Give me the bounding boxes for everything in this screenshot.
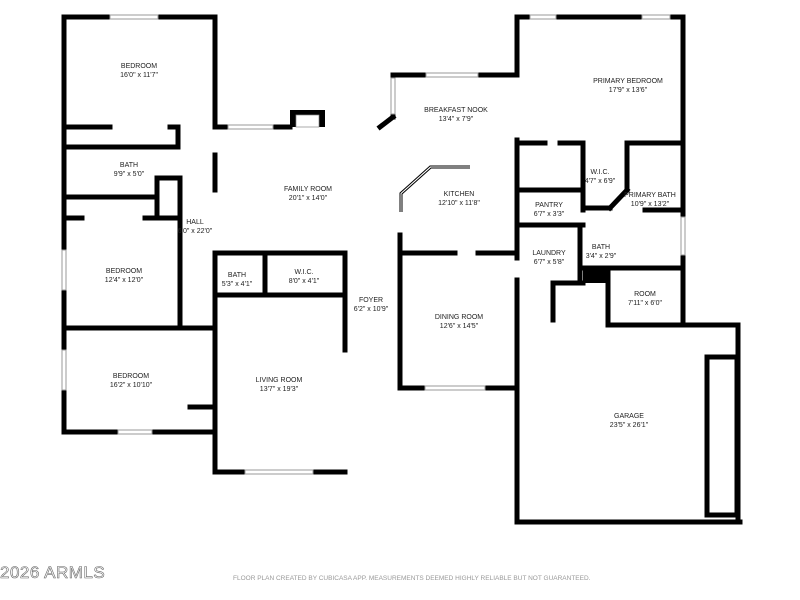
- room-name: BEDROOM: [106, 268, 142, 275]
- room-name: ROOM: [634, 291, 656, 298]
- room-label: BATH 5'3" x 4'1": [222, 272, 253, 288]
- room-label: LAUNDRY 6'7" x 5'8": [532, 250, 566, 266]
- room-dimensions: 16'0" x 11'7": [120, 72, 158, 79]
- room-dimensions: 6'0" x 22'0": [178, 228, 213, 235]
- room-label: PRIMARY BATH 10'9" x 13'2": [624, 192, 676, 208]
- wall: [606, 186, 631, 212]
- room-name: GARAGE: [614, 413, 644, 420]
- room-dimensions: 3'4" x 2'9": [586, 253, 617, 260]
- room-label: PANTRY 6'7" x 3'3": [534, 202, 565, 218]
- room-name: BEDROOM: [121, 63, 157, 70]
- room-name: KITCHEN: [444, 191, 475, 198]
- room-label: BATH 3'4" x 2'9": [586, 244, 617, 260]
- room-dimensions: 16'2" x 10'10": [110, 382, 153, 389]
- room-name: FOYER: [359, 297, 383, 304]
- room-name: HALL: [186, 219, 204, 226]
- fireplace: [290, 110, 325, 128]
- room-label: FAMILY ROOM 20'1" x 14'0": [284, 186, 332, 202]
- room-dimensions: 12'6" x 14'5": [440, 323, 479, 330]
- room-label: DINING ROOM 12'6" x 14'5": [435, 314, 483, 330]
- room-dimensions: 10'9" x 13'2": [631, 201, 670, 208]
- room-dimensions: 23'5" x 26'1": [610, 422, 649, 429]
- disclaimer: FLOOR PLAN CREATED BY CUBICASA APP. MEAS…: [233, 575, 591, 582]
- room-name: W.I.C.: [590, 169, 609, 176]
- room-dimensions: 12'4" x 12'0": [105, 277, 144, 284]
- room-dimensions: 12'10" x 11'8": [438, 200, 480, 207]
- watermark: 2026 ARMLS: [0, 563, 106, 583]
- room-dimensions: 13'7" x 19'3": [260, 386, 299, 393]
- room-name: BATH: [228, 272, 246, 279]
- room-name: W.I.C.: [294, 269, 313, 276]
- room-label: BATH 9'9" x 5'0": [114, 162, 145, 178]
- room-name: PRIMARY BEDROOM: [593, 78, 663, 85]
- room-name: BEDROOM: [113, 373, 149, 380]
- room-label: BREAKFAST NOOK 13'4" x 7'9": [424, 107, 488, 123]
- room-name: LIVING ROOM: [256, 377, 303, 384]
- room-label: HALL 6'0" x 22'0": [178, 219, 213, 235]
- windows: [61, 14, 686, 475]
- room-name: BATH: [592, 244, 610, 251]
- wall-block: [583, 268, 608, 283]
- room-dimensions: 6'2" x 10'9": [354, 306, 389, 313]
- room-label: BEDROOM 16'0" x 11'7": [120, 63, 158, 79]
- room-label: BEDROOM 16'2" x 10'10": [110, 373, 153, 389]
- garage-door: [704, 354, 740, 518]
- room-label: GARAGE 23'5" x 26'1": [610, 413, 649, 429]
- room-label: ROOM 7'11" x 6'0": [628, 291, 662, 307]
- room-dimensions: 6'7" x 3'3": [534, 211, 565, 218]
- room-name: DINING ROOM: [435, 314, 483, 321]
- room-dimensions: 13'4" x 7'9": [439, 116, 474, 123]
- room-labels: BEDROOM 16'0" x 11'7" BATH 9'9" x 5'0" HALL 6…: [105, 63, 676, 429]
- walls: [61, 14, 743, 525]
- room-name: PRIMARY BATH: [624, 192, 676, 199]
- room-name: BATH: [120, 162, 138, 169]
- room-label: LIVING ROOM 13'7" x 19'3": [256, 377, 303, 393]
- kitchen-counter: [399, 165, 470, 212]
- room-name: LAUNDRY: [532, 250, 566, 257]
- room-dimensions: 20'1" x 14'0": [289, 195, 328, 202]
- room-dimensions: 17'9" x 13'6": [609, 87, 648, 94]
- room-label: FOYER 6'2" x 10'9": [354, 297, 389, 313]
- room-name: BREAKFAST NOOK: [424, 107, 488, 114]
- room-dimensions: 4'7" x 6'9": [585, 178, 616, 185]
- room-dimensions: 9'9" x 5'0": [114, 171, 145, 178]
- room-dimensions: 5'3" x 4'1": [222, 281, 253, 288]
- room-label: KITCHEN 12'10" x 11'8": [438, 191, 480, 207]
- room-dimensions: 6'7" x 5'8": [534, 259, 565, 266]
- room-label: PRIMARY BEDROOM 17'9" x 13'6": [593, 78, 663, 94]
- room-name: PANTRY: [535, 202, 563, 209]
- room-label: W.I.C. 8'0" x 4'1": [289, 269, 320, 285]
- room-dimensions: 8'0" x 4'1": [289, 278, 320, 285]
- room-label: BEDROOM 12'4" x 12'0": [105, 268, 144, 284]
- room-name: FAMILY ROOM: [284, 186, 332, 193]
- room-dimensions: 7'11" x 6'0": [628, 300, 662, 307]
- room-label: W.I.C. 4'7" x 6'9": [585, 169, 616, 185]
